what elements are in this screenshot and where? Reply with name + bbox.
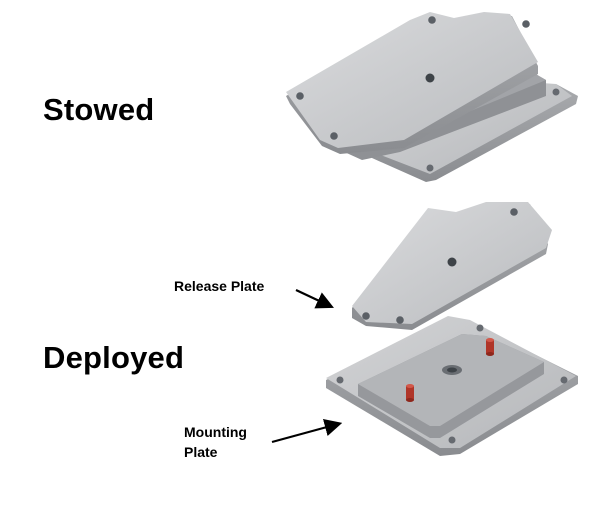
hole-icon <box>330 132 338 140</box>
hole-icon <box>522 20 530 28</box>
stowed-label: Stowed <box>43 92 155 127</box>
screw-icon <box>486 338 494 356</box>
hole-icon <box>296 92 304 100</box>
hole-icon <box>428 16 436 24</box>
hole-icon <box>396 316 404 324</box>
hole-icon <box>476 324 484 332</box>
center-bolt-icon <box>447 257 457 267</box>
hole-icon <box>510 208 518 216</box>
arrow-icon <box>271 418 343 444</box>
screw-icon <box>406 384 414 402</box>
stowed-assembly <box>286 12 578 182</box>
arrow-icon <box>295 289 334 309</box>
mounting-plate-label-line2: Plate <box>184 444 218 460</box>
deployed-mounting-plate <box>326 316 578 456</box>
hole-icon <box>552 88 560 96</box>
deployed-label: Deployed <box>43 340 185 375</box>
mounting-plate-label-line1: Mounting <box>184 424 247 440</box>
hole-icon <box>362 312 370 320</box>
hole-icon <box>560 376 568 384</box>
mounting-plate-label: Mounting Plate <box>184 422 247 462</box>
hole-icon <box>336 376 344 384</box>
hole-icon <box>448 436 456 444</box>
hole-icon <box>426 164 434 172</box>
center-bolt-icon <box>425 73 435 83</box>
deployed-release-plate <box>352 202 552 330</box>
stowed-release-plate <box>286 12 538 154</box>
release-plate-label: Release Plate <box>174 278 265 294</box>
